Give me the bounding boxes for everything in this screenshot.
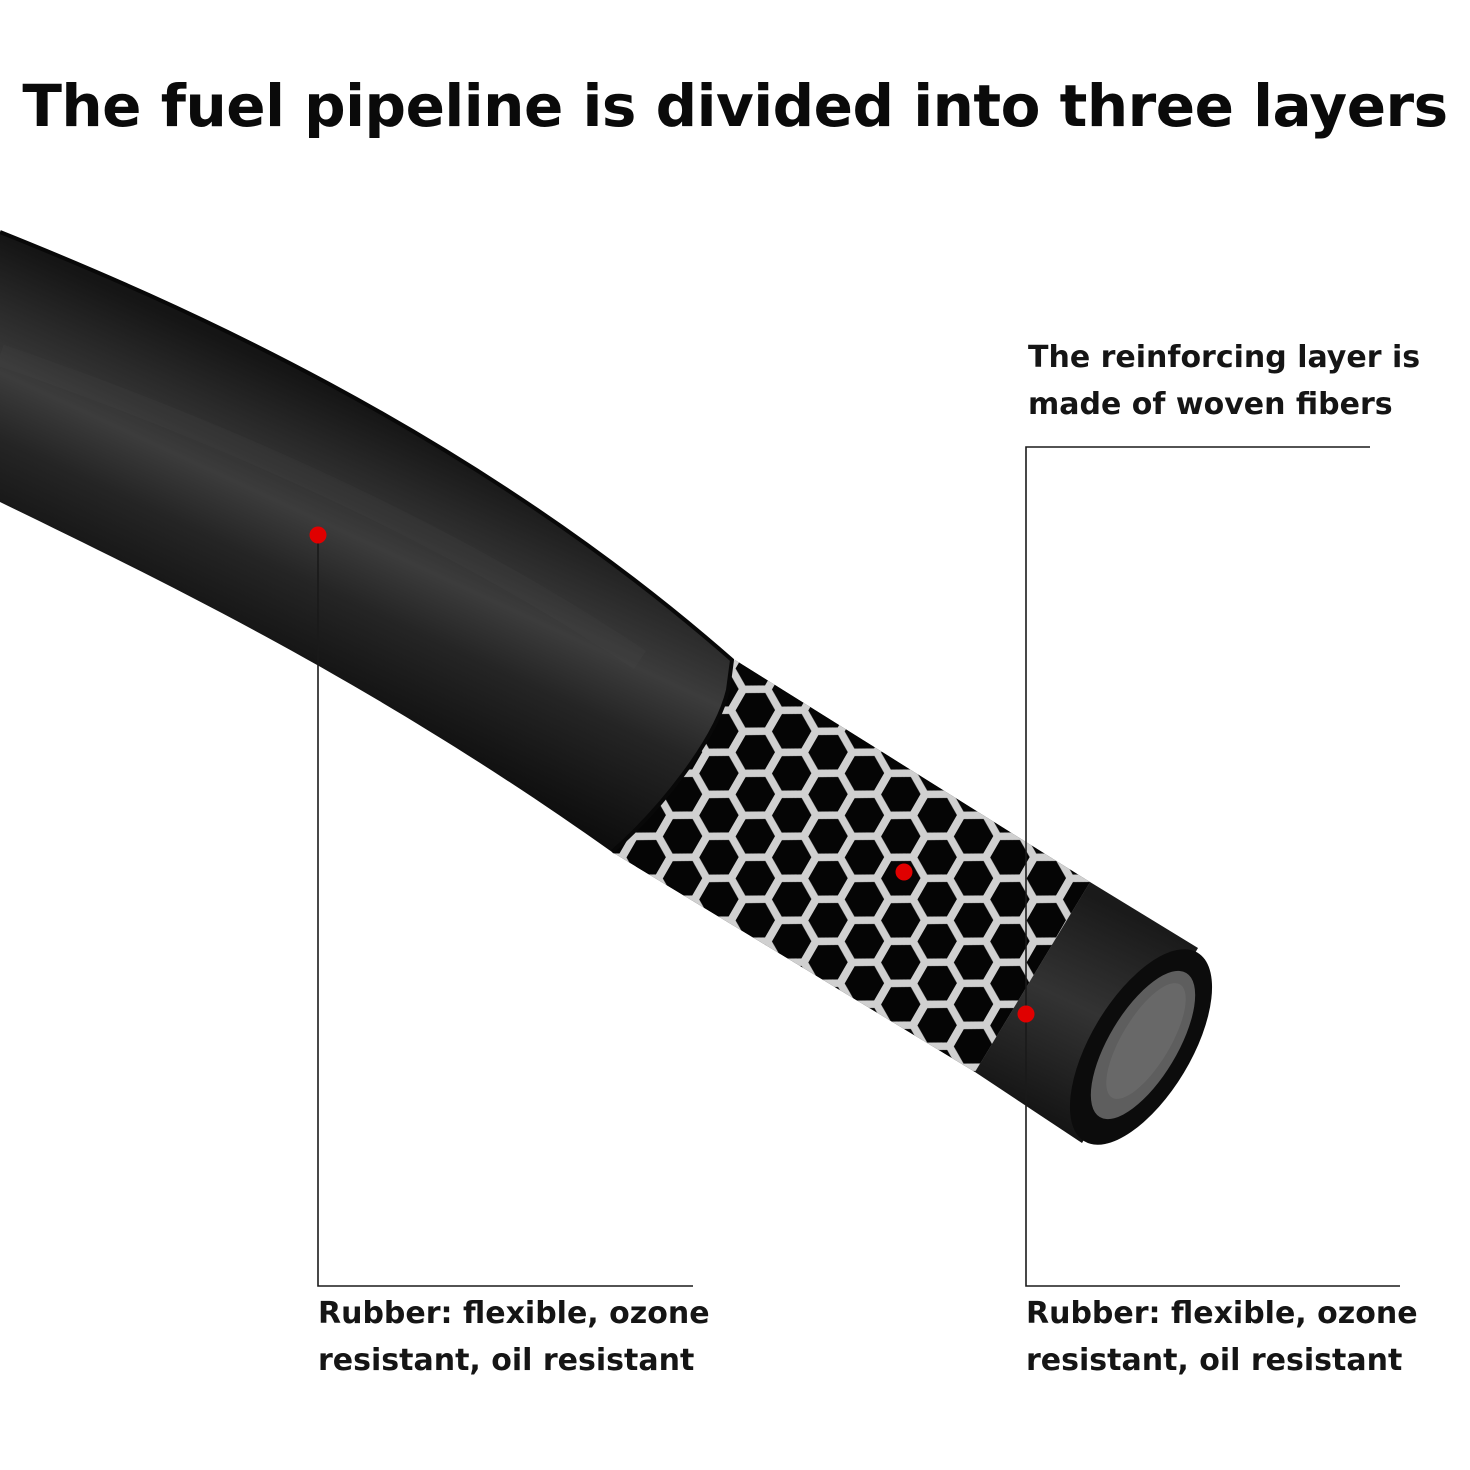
inner-rubber-label-line2: resistant, oil resistant [1026, 1343, 1403, 1378]
reinforcing-layer-label: The reinforcing layer is made of woven f… [1028, 334, 1420, 428]
outer-rubber-label-line1: Rubber: flexible, ozone [318, 1296, 710, 1331]
reinforcing-marker [895, 863, 913, 881]
inner-rubber-layer [975, 882, 1213, 1145]
outer-rubber-label-line2: resistant, oil resistant [318, 1343, 695, 1378]
reinforcing-label-line2: made of woven fibers [1028, 387, 1393, 422]
inner-rubber-marker [1017, 1005, 1035, 1023]
page-title: The fuel pipeline is divided into three … [22, 72, 1448, 140]
outer-rubber-marker [309, 526, 327, 544]
reinforcing-leader [1025, 446, 1400, 1287]
inner-rubber-label-line1: Rubber: flexible, ozone [1026, 1296, 1418, 1331]
outer-rubber-label: Rubber: flexible, ozone resistant, oil r… [318, 1290, 710, 1384]
leader-lines [317, 446, 1400, 1287]
inner-rubber-label: Rubber: flexible, ozone resistant, oil r… [1026, 1290, 1418, 1384]
reinforcing-label-line1: The reinforcing layer is [1028, 340, 1421, 375]
outer-rubber-leader [317, 535, 693, 1287]
outer-rubber-layer [0, 230, 735, 854]
